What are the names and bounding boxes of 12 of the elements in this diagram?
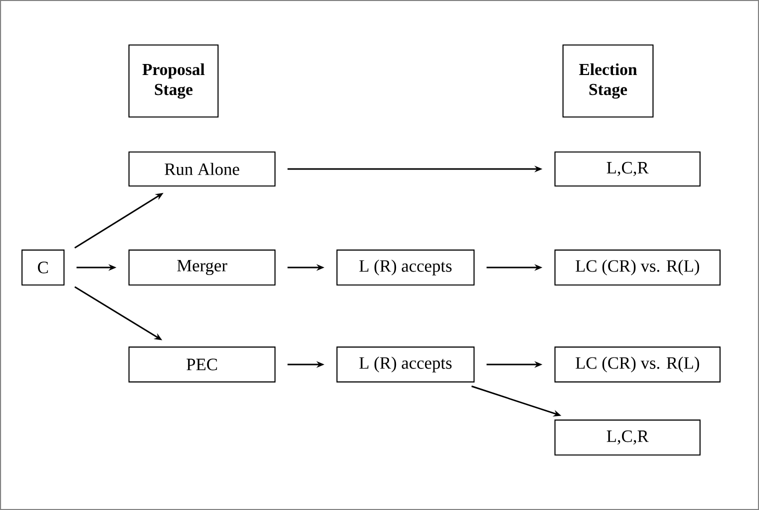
process-box: L,C,R: [554, 420, 701, 456]
process-box: L (R) accepts: [336, 250, 475, 286]
stage-header-box: Election Stage: [562, 44, 654, 118]
process-box: Run Alone: [128, 151, 276, 187]
process-box: PEC: [128, 346, 276, 382]
process-box: LC (CR) vs. R(L): [554, 346, 721, 382]
process-box: Merger: [128, 250, 276, 286]
stage-header-box: Proposal Stage: [128, 44, 219, 118]
process-box: LC (CR) vs. R(L): [554, 250, 721, 286]
process-box: L,C,R: [554, 151, 701, 187]
process-box: C: [21, 250, 65, 286]
process-box: L (R) accepts: [336, 346, 475, 382]
